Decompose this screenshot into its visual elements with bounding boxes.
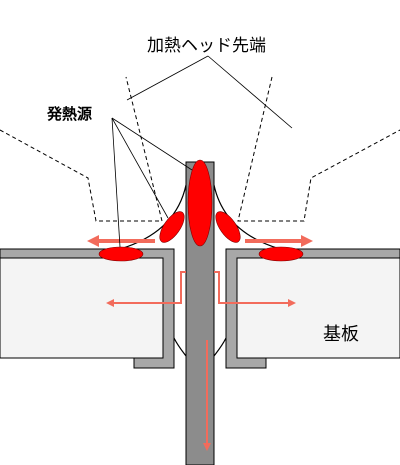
substrate-right (225, 248, 400, 369)
label-heat-source: 発熱源 (46, 105, 92, 123)
heat-spot-left-land (98, 246, 144, 262)
heating-head-right-outline (237, 76, 400, 222)
leader-heat-source-2 (111, 117, 169, 219)
heat-spot-right-fillet (215, 211, 241, 243)
solder-fillet-bottom-right (213, 337, 227, 357)
substrate-left-body (0, 257, 164, 359)
substrate-right-body (236, 257, 400, 359)
heating-head-left-outline (0, 76, 163, 222)
leader-heat-source-3 (111, 117, 193, 171)
solder-fillet-top-left (119, 184, 187, 250)
heating-head-outline (0, 76, 400, 222)
heat-spot-pin-tip (187, 159, 213, 247)
label-substrate: 基板 (323, 324, 359, 345)
heat-flow-arrow-left-inner (106, 271, 186, 307)
heat-spot-right-land (258, 246, 304, 262)
leader-heat-source-1 (111, 117, 121, 248)
label-heating-head-tip: 加熱ヘッド先端 (147, 36, 266, 56)
substrate-left (0, 248, 175, 369)
heat-flow-arrows (87, 235, 313, 451)
leader-lines (111, 55, 293, 248)
heat-spot-left-fillet (159, 211, 185, 243)
leader-head-tip-left (126, 55, 209, 101)
solder-fillet-top-right (213, 184, 281, 250)
heat-flow-arrow-right-inner (214, 271, 296, 307)
solder-fillet-bottom-left (173, 337, 187, 357)
leader-head-tip-right (207, 55, 293, 129)
